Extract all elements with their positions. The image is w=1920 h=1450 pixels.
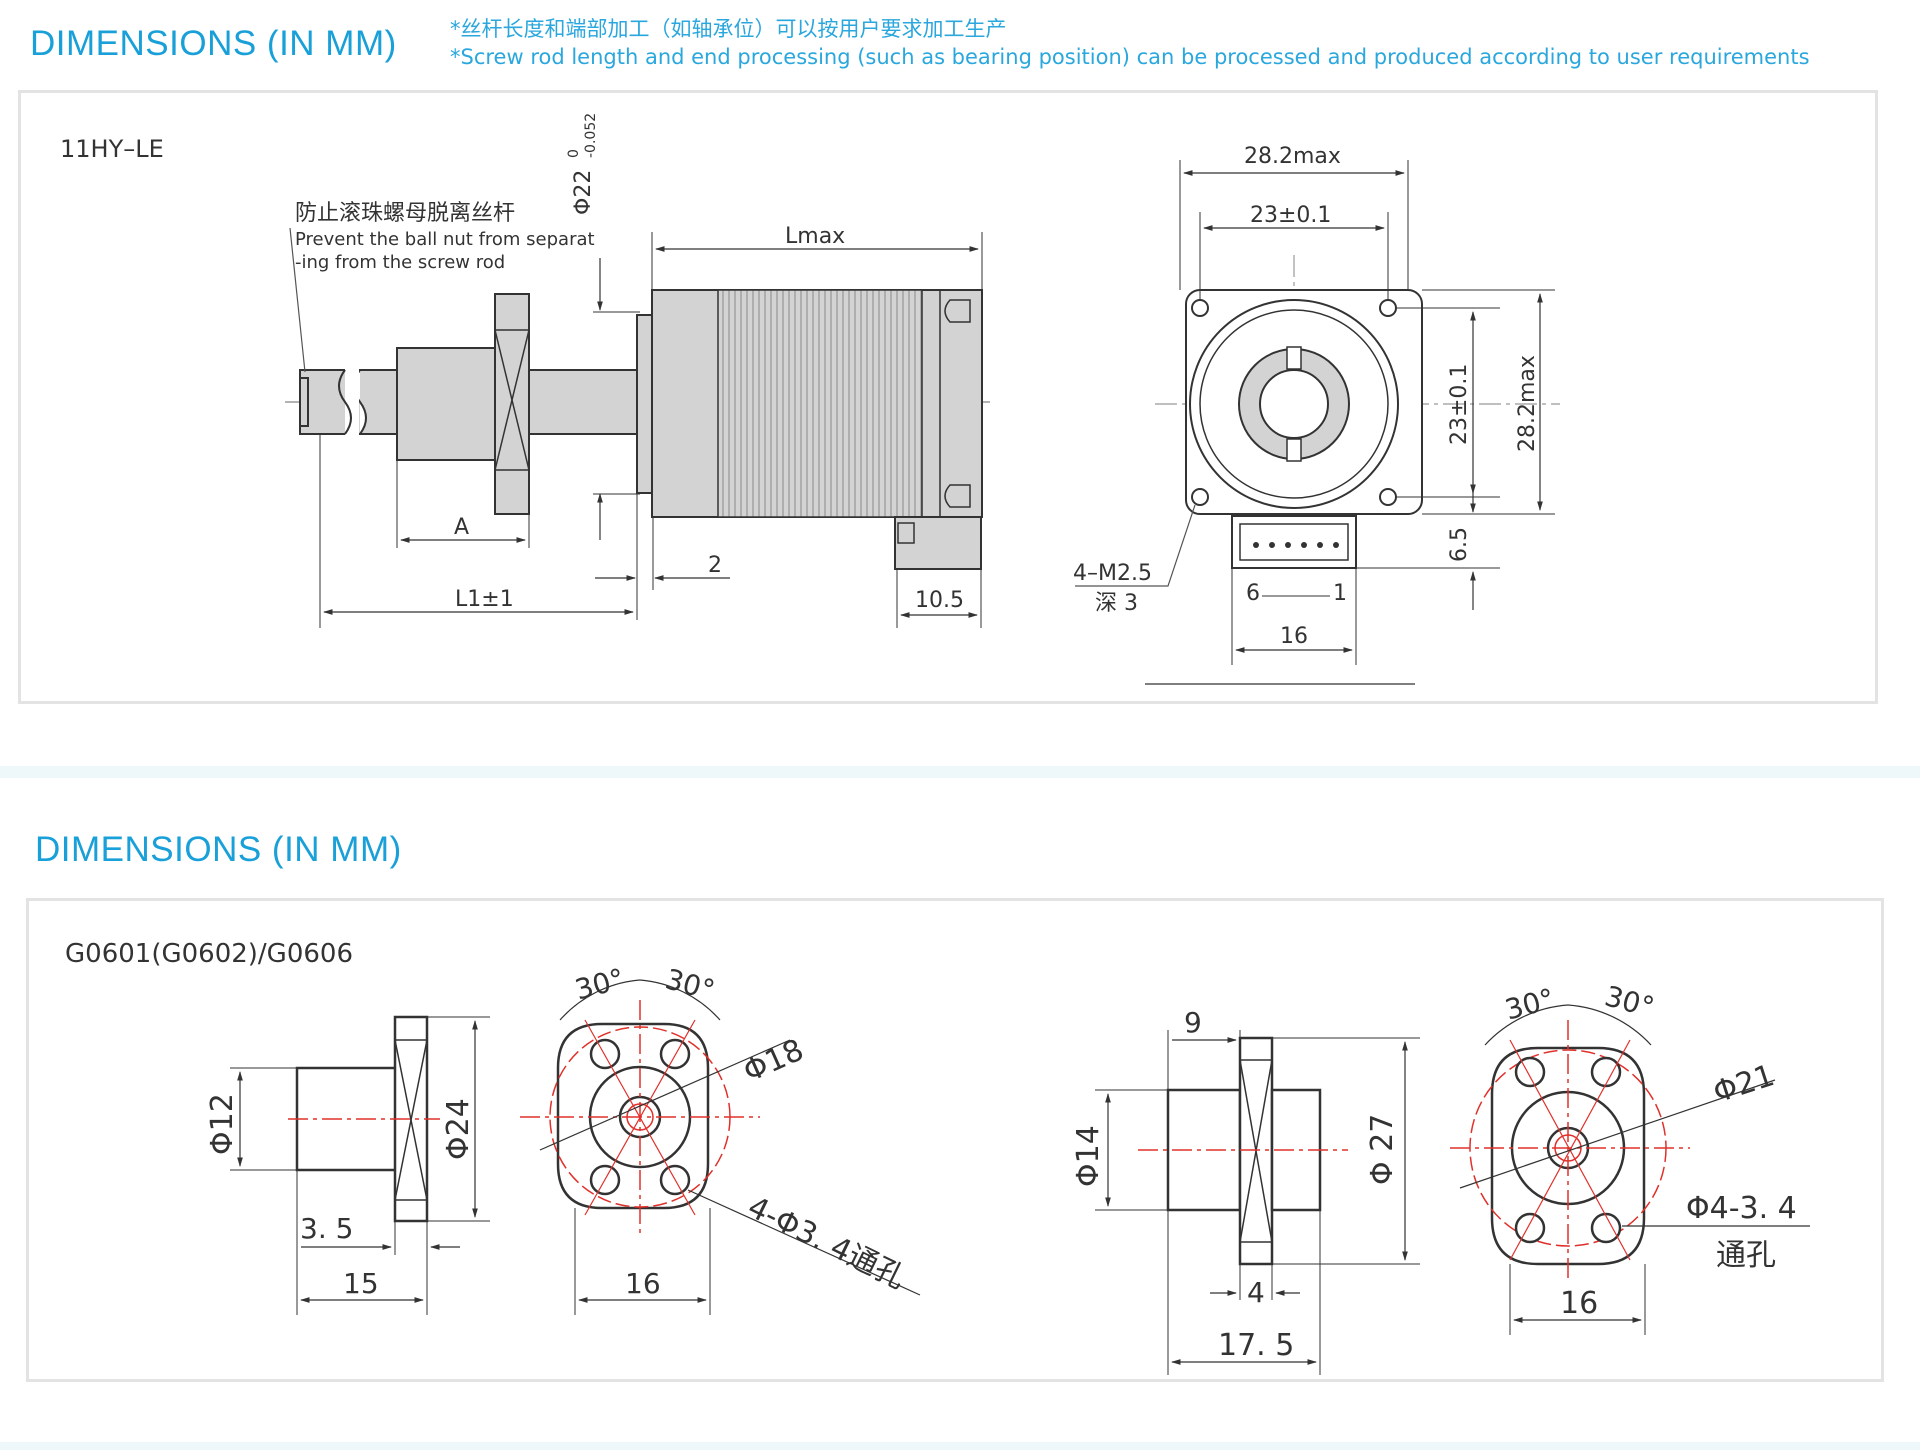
dim-left-phi24: Φ24 — [427, 1016, 490, 1222]
dim-left-phi12: Φ12 — [205, 1067, 297, 1171]
dimension-10-5: 10.5 — [896, 569, 982, 628]
dimension-pins: 6 1 — [1246, 581, 1347, 606]
dimension-16-connector: 16 — [1231, 568, 1357, 665]
svg-text:2: 2 — [708, 553, 722, 578]
dim-right-4: 4 — [1210, 1264, 1300, 1309]
nut-right-side-view — [1138, 1036, 1348, 1266]
svg-text:28.2max: 28.2max — [1515, 355, 1540, 452]
note-chinese: *丝杆长度和端部加工（如轴承位）可以按用户要求加工生产 — [450, 17, 1007, 41]
angle-left-1: 30° — [572, 962, 628, 1007]
dimension-m2-5: 4–M2.5 深 3 — [1073, 504, 1196, 616]
svg-text:23±0.1: 23±0.1 — [1447, 364, 1472, 445]
dimension-23-height: 23±0.1 — [1395, 307, 1500, 498]
svg-text:3. 5: 3. 5 — [300, 1212, 353, 1245]
dim-left-16: 16 — [574, 1208, 711, 1315]
ball-nut-body — [396, 347, 498, 461]
nut-right-front-view — [1450, 1004, 1690, 1280]
angle-left-2: 30° — [662, 962, 718, 1007]
svg-text:Lmax: Lmax — [785, 224, 845, 249]
svg-text:0: 0 — [566, 149, 582, 158]
section-divider — [0, 766, 1920, 778]
svg-text:16: 16 — [625, 1267, 661, 1300]
svg-text:17. 5: 17. 5 — [1218, 1328, 1294, 1363]
svg-text:16: 16 — [1280, 624, 1308, 649]
nut-left-front-view — [520, 979, 760, 1235]
dimension-lmax: Lmax — [651, 224, 983, 290]
svg-text:15: 15 — [343, 1267, 379, 1300]
dimension-a: A — [396, 460, 530, 548]
svg-text:10.5: 10.5 — [915, 588, 964, 613]
svg-text:-0.052: -0.052 — [583, 113, 599, 158]
dimension-6-5: 6.5 — [1356, 490, 1500, 610]
svg-text:L1±1: L1±1 — [455, 587, 514, 612]
nut-model-label: G0601(G0602)/G0606 — [65, 939, 353, 969]
svg-text:A: A — [454, 515, 469, 540]
angle-right-1: 30° — [1502, 982, 1558, 1027]
svg-text:4: 4 — [1247, 1276, 1265, 1309]
dimension-23-width: 23±0.1 — [1199, 203, 1389, 300]
dimension-28-2-height: 28.2max — [1422, 289, 1555, 515]
svg-text:Φ 27: Φ 27 — [1365, 1114, 1400, 1185]
svg-text:4–M2.5: 4–M2.5 — [1073, 561, 1152, 586]
svg-text:4-Φ3. 4通孔: 4-Φ3. 4通孔 — [742, 1190, 911, 1296]
svg-text:6: 6 — [1246, 581, 1260, 606]
callout-english-1: Prevent the ball nut from separat — [295, 229, 595, 250]
dim-right-phi14: Φ14 — [1071, 1089, 1168, 1211]
svg-text:深 3: 深 3 — [1095, 591, 1138, 616]
nut-left-side-view — [288, 1015, 440, 1223]
bottom-band — [0, 1442, 1920, 1450]
note-english: *Screw rod length and end processing (su… — [450, 45, 1810, 69]
dimension-l1: L1±1 — [319, 434, 634, 628]
svg-text:23±0.1: 23±0.1 — [1250, 203, 1331, 228]
motor-front-view — [1155, 255, 1560, 569]
dim-right-9: 9 — [1167, 1006, 1241, 1090]
svg-text:通孔: 通孔 — [1716, 1238, 1776, 1273]
dimension-phi22: Φ22 0 -0.052 — [566, 113, 640, 540]
svg-text:16: 16 — [1560, 1286, 1598, 1321]
svg-text:Φ18: Φ18 — [738, 1033, 809, 1090]
angle-right-2: 30° — [1601, 979, 1657, 1024]
svg-text:9: 9 — [1184, 1006, 1202, 1039]
svg-text:Φ21: Φ21 — [1709, 1058, 1779, 1110]
callout-chinese: 防止滚珠螺母脱离丝杆 — [295, 201, 515, 226]
svg-text:Φ24: Φ24 — [441, 1098, 476, 1160]
model-label: 11HY–LE — [60, 135, 164, 163]
svg-text:Φ22: Φ22 — [571, 170, 596, 215]
dim-left-3-5: 3. 5 — [296, 1170, 460, 1315]
svg-text:6.5: 6.5 — [1447, 527, 1472, 562]
dim-right-16: 16 — [1509, 1264, 1646, 1335]
svg-text:28.2max: 28.2max — [1244, 144, 1341, 169]
dim-right-phi27: Φ 27 — [1272, 1037, 1420, 1265]
dimension-2: 2 — [595, 493, 730, 620]
dim-left-15: 15 — [300, 1267, 424, 1303]
svg-text:1: 1 — [1333, 581, 1347, 606]
motor-drawing: 11HY–LE 防止滚珠螺母脱离丝杆 Prevent the ball nut … — [60, 113, 1560, 685]
dim-right-holes: Φ4-3. 4 通孔 — [1622, 1191, 1810, 1273]
dim-right-17-5: 17. 5 — [1167, 1210, 1321, 1375]
dimension-28-2-width: 28.2max — [1179, 144, 1409, 290]
dim-left-holes: 4-Φ3. 4通孔 — [687, 1189, 921, 1296]
section2-title: DIMENSIONS (IN MM) — [35, 830, 402, 869]
callout-english-2: -ing from the screw rod — [295, 252, 505, 273]
svg-text:Φ14: Φ14 — [1071, 1125, 1106, 1187]
svg-text:Φ4-3. 4: Φ4-3. 4 — [1686, 1191, 1797, 1226]
section-title: DIMENSIONS (IN MM) — [30, 24, 397, 63]
svg-text:Φ12: Φ12 — [205, 1093, 240, 1155]
